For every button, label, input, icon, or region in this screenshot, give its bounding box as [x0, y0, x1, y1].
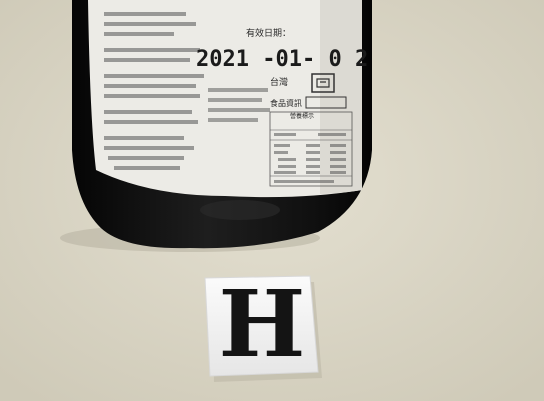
panel-heading-box [305, 96, 347, 109]
panel-heading: 食品資訊 [270, 98, 302, 108]
nutrition-table: 營養標示 [269, 111, 353, 187]
letter-tile: H [204, 270, 322, 382]
region-text: 台灣 [270, 76, 288, 88]
nutrition-table-heading: 營養標示 [290, 112, 314, 120]
label-text-column-left [104, 12, 204, 170]
expiry-label: 有效日期： [246, 27, 291, 39]
label-logo-box [311, 73, 335, 93]
bottle-base-reflection [200, 200, 280, 220]
label-text-column-mid [208, 88, 270, 122]
expiry-date: 2021 -01- 0 2 [196, 47, 368, 72]
tile-face [204, 275, 319, 377]
label-logo-icon [316, 78, 330, 88]
tile-letter: H [219, 270, 306, 378]
